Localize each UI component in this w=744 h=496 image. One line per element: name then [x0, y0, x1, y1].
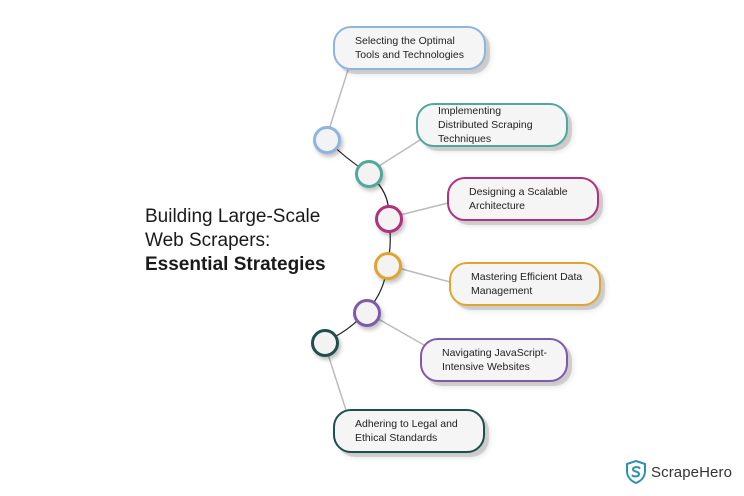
strategy-pill-distributed: Implementing Distributed Scraping Techni…: [416, 103, 568, 147]
node-legal: [311, 329, 339, 357]
node-distributed: [355, 160, 383, 188]
node-data-management: [374, 252, 402, 280]
strategy-pill-architecture: Designing a Scalable Architecture: [447, 177, 599, 221]
strategy-label-tools: Selecting the Optimal Tools and Technolo…: [355, 35, 464, 61]
strategy-label-legal: Adhering to Legal and Ethical Standards: [355, 418, 458, 444]
brand-name: ScrapeHero: [651, 463, 733, 481]
node-architecture: [375, 205, 403, 233]
title-line-3: Essential Strategies: [145, 254, 326, 275]
title-line-2: Web Scrapers:: [145, 230, 271, 251]
scrapehero-logo: ScrapeHero: [626, 460, 732, 484]
strategy-label-architecture: Designing a Scalable Architecture: [469, 186, 568, 212]
strategy-label-javascript: Navigating JavaScript-Intensive Websites: [442, 347, 548, 373]
strategy-pill-data-management: Mastering Efficient Data Management: [449, 262, 601, 306]
node-javascript: [353, 299, 381, 327]
node-tools: [313, 126, 341, 154]
title-line-1: Building Large-Scale: [145, 206, 321, 227]
strategy-label-data-management: Mastering Efficient Data Management: [471, 271, 583, 297]
strategy-label-distributed: Implementing Distributed Scraping Techni…: [438, 105, 533, 145]
strategy-pill-legal: Adhering to Legal and Ethical Standards: [333, 409, 485, 453]
diagram-title: Building Large-Scale Web Scrapers: Essen…: [145, 205, 326, 277]
shield-logo-icon: [626, 460, 646, 484]
strategy-pill-tools: Selecting the Optimal Tools and Technolo…: [333, 26, 486, 70]
strategy-pill-javascript: Navigating JavaScript-Intensive Websites: [420, 338, 568, 382]
